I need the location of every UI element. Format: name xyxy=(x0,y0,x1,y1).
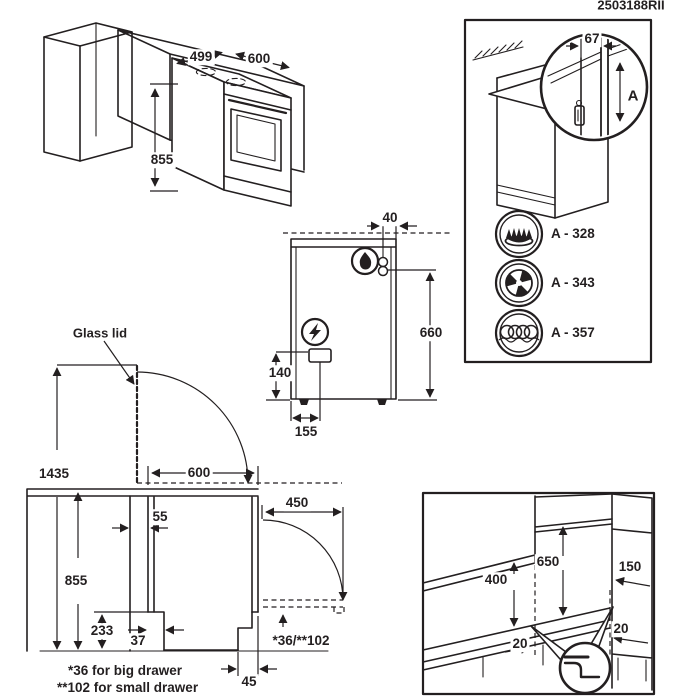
door-handle xyxy=(227,98,288,115)
dim-door-clearance-450: 450 xyxy=(283,495,311,511)
dim-upper-clearance-650: 650 xyxy=(534,554,562,570)
dim-height-855: 855 xyxy=(148,152,176,168)
dim-terminal-height-140: 140 xyxy=(266,365,294,381)
worktop-line xyxy=(26,488,259,652)
dim-gas-height-660: 660 xyxy=(417,325,445,341)
foot xyxy=(299,399,309,405)
burner-hint-icon xyxy=(225,77,247,87)
niche-view-drawing xyxy=(421,491,656,696)
upper-cabinet xyxy=(534,493,613,533)
tall-cabinet xyxy=(611,493,653,691)
electric-connection-icon xyxy=(300,317,330,347)
coil-element-icon xyxy=(498,324,540,343)
glass-lid-leader xyxy=(103,340,135,385)
cooker-isometric xyxy=(171,57,292,207)
dim-rear-clearance-400: 400 xyxy=(482,572,510,588)
variant-label-coil: A - 357 xyxy=(551,325,595,341)
dim-door-floor-gap: *36/**102 xyxy=(270,633,332,649)
dim-terminal-offset-155: 155 xyxy=(292,424,320,440)
callout-pointer xyxy=(530,625,567,660)
dim-drawer-233: 233 xyxy=(88,623,116,639)
lid-swing-arc xyxy=(136,371,253,484)
dim-gap-67: 67 xyxy=(582,31,602,47)
burner-variant-rows xyxy=(494,209,544,358)
terminal-box xyxy=(308,348,332,363)
dim-letter-a: A xyxy=(627,87,639,105)
dim-edge-left-20: 20 xyxy=(510,636,530,652)
callout-pointer xyxy=(590,606,614,647)
detail-box-drawing xyxy=(463,18,653,364)
door-swing-arc xyxy=(262,519,348,601)
edge-detail-callout-circle xyxy=(558,641,612,695)
dim-open-height-1435: 1435 xyxy=(36,466,72,482)
dim-rear-recess-37: 37 xyxy=(128,633,148,649)
rear-dimensions xyxy=(266,221,437,423)
footnote-big-drawer: *36 for big drawer xyxy=(68,663,183,679)
cooker-front-panel xyxy=(251,496,259,613)
rear-view-drawing xyxy=(266,221,450,423)
gas-inlet-fitting xyxy=(377,246,389,277)
dim-depth-499: 499 xyxy=(187,49,215,65)
variant-label-plate: A - 343 xyxy=(551,275,595,291)
cooker-rear-panel xyxy=(290,238,397,400)
oven-door-window xyxy=(230,108,282,172)
footnote-small-drawer: **102 for small drawer xyxy=(57,680,199,696)
foot xyxy=(377,399,387,405)
drawer-line xyxy=(223,175,292,193)
dim-side-clearance-150: 150 xyxy=(616,559,644,575)
document-number: 2503188RII xyxy=(597,0,665,13)
gas-burner-icon xyxy=(504,228,534,247)
niche-box-border xyxy=(421,491,656,696)
radiant-plate-icon xyxy=(505,269,533,297)
wall-hatching xyxy=(474,40,523,59)
dim-plinth-45: 45 xyxy=(239,674,259,690)
dim-rear-gap-55: 55 xyxy=(150,509,170,525)
open-door-dashed xyxy=(263,599,345,614)
burner-hint-icon xyxy=(195,67,217,77)
dim-width-600: 600 xyxy=(245,51,273,67)
callout-pointer xyxy=(488,76,548,110)
glass-lid-label: Glass lid xyxy=(72,325,128,341)
dim-worktop-height-855: 855 xyxy=(62,573,90,589)
edge-profile-icon xyxy=(563,655,601,679)
gas-connection-icon xyxy=(350,246,380,276)
dim-side-offset-40: 40 xyxy=(380,210,400,226)
side-view-drawing xyxy=(26,340,348,676)
dim-depth-600: 600 xyxy=(185,465,213,481)
splashback-wall xyxy=(422,554,536,592)
dim-edge-right-20: 20 xyxy=(611,621,631,637)
detail-box-border xyxy=(463,18,653,364)
side-dimensions xyxy=(73,466,344,676)
variant-label-gas: A - 328 xyxy=(551,226,595,242)
